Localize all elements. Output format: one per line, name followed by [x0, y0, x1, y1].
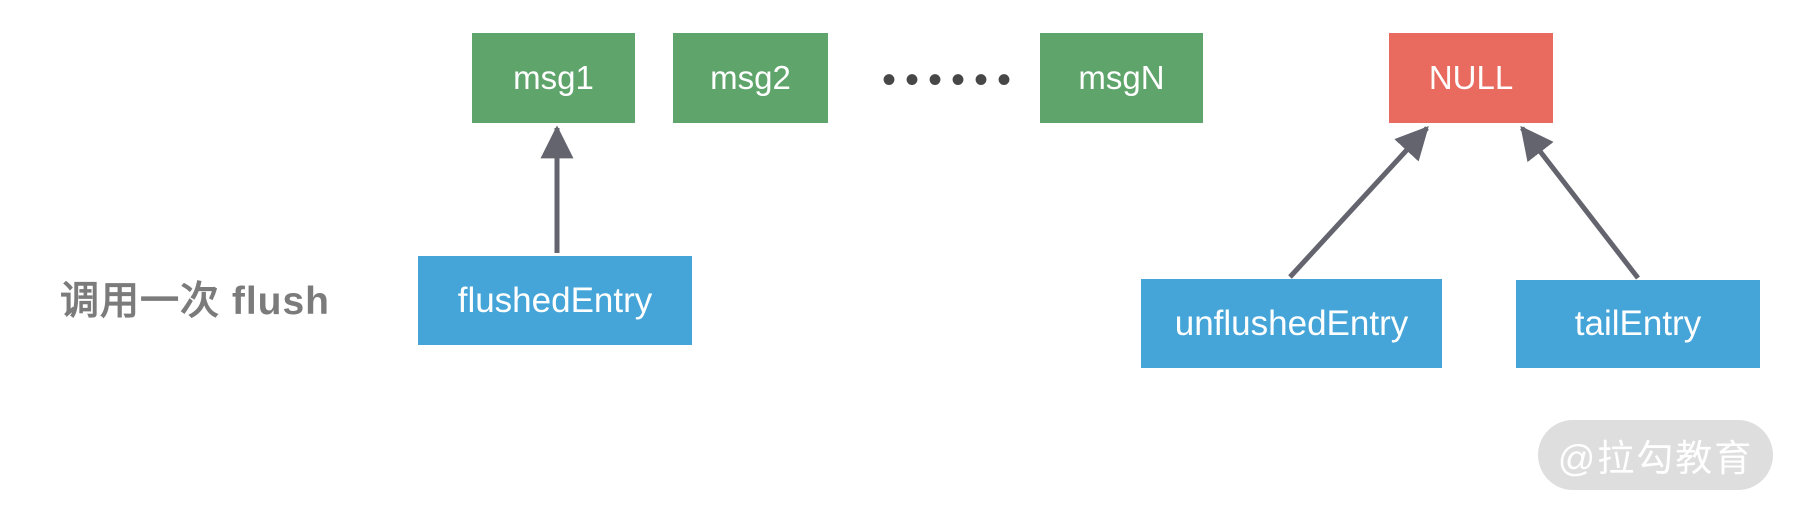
node-null: NULL	[1389, 33, 1553, 123]
node-msg1: msg1	[472, 33, 635, 123]
node-flushed-entry-label: flushedEntry	[457, 280, 653, 320]
node-msg1-label: msg1	[513, 59, 594, 96]
watermark-text: @拉勾教育	[1557, 438, 1754, 479]
node-unflushed-entry: unflushedEntry	[1141, 279, 1442, 368]
node-tail-entry: tailEntry	[1516, 280, 1760, 368]
ellipsis-dots: ••••••	[882, 58, 1021, 102]
node-msgN: msgN	[1040, 33, 1203, 123]
node-msg2-label: msg2	[710, 59, 791, 96]
watermark-badge: @拉勾教育	[1538, 420, 1773, 490]
arrow-tailentry-to-null	[1520, 125, 1640, 280]
node-flushed-entry: flushedEntry	[418, 256, 692, 345]
arrow-unflushedentry-to-null	[1288, 126, 1429, 279]
node-null-label: NULL	[1428, 59, 1514, 96]
node-tail-entry-label: tailEntry	[1574, 304, 1702, 343]
node-msg2: msg2	[673, 33, 828, 123]
caption-call-flush-once: 调用一次 flush	[60, 280, 330, 323]
node-msgN-label: msgN	[1078, 59, 1165, 96]
node-unflushed-entry-label: unflushedEntry	[1174, 303, 1409, 343]
